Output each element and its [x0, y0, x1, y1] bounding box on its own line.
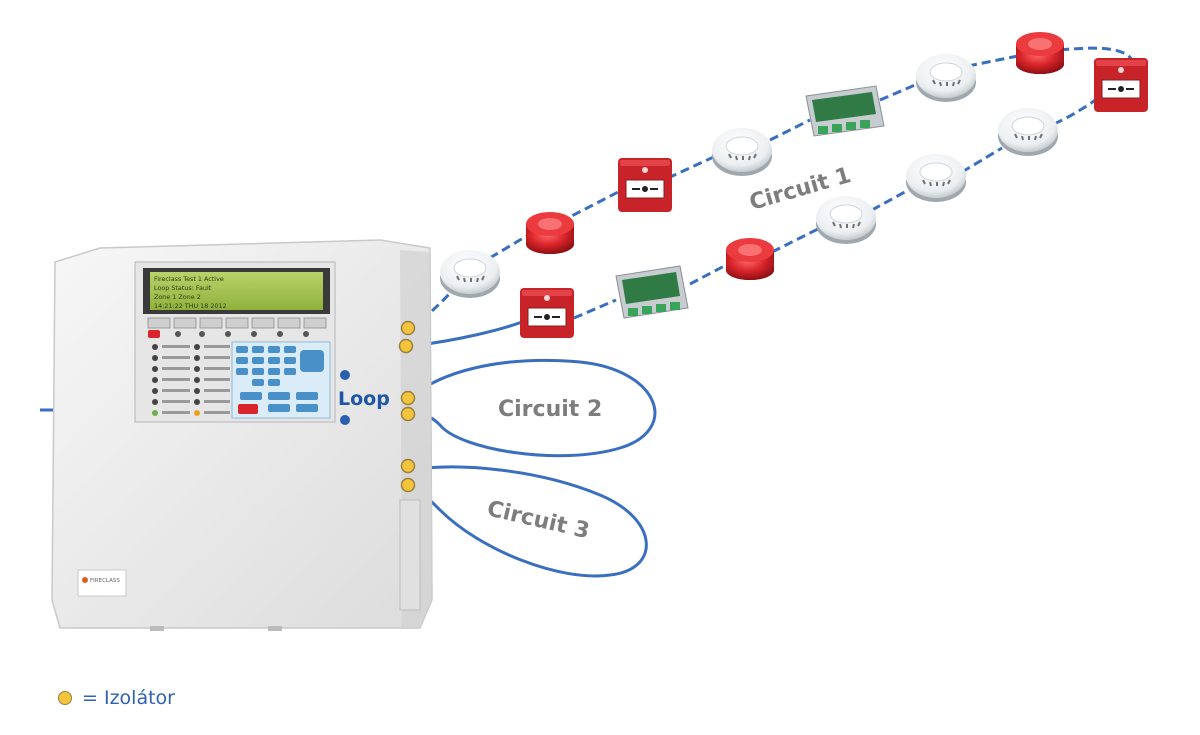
- smoke-detectors: [440, 54, 1058, 298]
- call-points: [520, 58, 1148, 338]
- isolator-dot-icon: [398, 338, 414, 354]
- lcd-line-2: Loop Status: Fault: [154, 284, 212, 292]
- loop-junction-out: [340, 370, 350, 380]
- control-panel: Fireclass Test 1 Active Loop Status: Fau…: [51, 239, 433, 631]
- loop-label: Loop: [338, 388, 390, 410]
- brand-name: FIRECLASS: [90, 578, 120, 584]
- circuit-1-wiring: [409, 46, 1134, 348]
- lcd-line-3: Zone 1 Zone 2: [154, 293, 201, 301]
- isolator-dot-icon: [400, 477, 416, 493]
- keypad: [231, 341, 331, 419]
- smoke-detector-icon: [712, 128, 772, 176]
- isolators: [398, 320, 416, 493]
- smoke-detector-icon: [998, 108, 1058, 156]
- legend-label: = Izolátor: [82, 687, 175, 709]
- io-module-icon: [615, 265, 689, 319]
- smoke-detector-icon: [916, 54, 976, 102]
- lcd-line-4: 14:21:22 THU 18 2012: [154, 302, 227, 310]
- sounder-icon: [726, 238, 774, 280]
- io-modules: [615, 85, 885, 319]
- isolator-dot-icon: [400, 320, 416, 336]
- circuit-2-loop: [409, 358, 657, 458]
- sounder-icon: [526, 212, 574, 254]
- isolator-dot-icon: [58, 691, 72, 705]
- smoke-detector-icon: [816, 196, 876, 244]
- sounder-icon: [1016, 32, 1064, 74]
- circuit-3-label: Circuit 3: [485, 496, 592, 544]
- lcd-screen: [150, 272, 323, 310]
- io-module-icon: [805, 85, 885, 137]
- manual-call-point-icon: [520, 288, 574, 338]
- loop-junction-return: [340, 415, 350, 425]
- function-key-icons: [175, 331, 309, 337]
- manual-call-point-icon: [618, 158, 672, 212]
- circuit-2-label: Circuit 2: [498, 397, 602, 422]
- function-keys: [147, 317, 327, 329]
- circuit-3-loop: [409, 465, 648, 578]
- brand-plate: [77, 569, 127, 597]
- sounders: [526, 32, 1064, 280]
- manual-call-point-icon: [1094, 58, 1148, 112]
- smoke-detector-icon: [440, 250, 500, 298]
- isolator-dot-icon: [400, 390, 416, 406]
- isolator-dot-icon: [400, 406, 416, 422]
- brand-logo-icon: [82, 577, 88, 583]
- smoke-detector-icon: [906, 154, 966, 202]
- lcd-line-1: Fireclass Test 1 Active: [154, 275, 224, 283]
- legend: = Izolátor: [58, 685, 175, 711]
- fire-led: [148, 330, 160, 338]
- isolator-dot-icon: [400, 458, 416, 474]
- rating-label: [399, 499, 421, 611]
- status-leds: [152, 344, 230, 416]
